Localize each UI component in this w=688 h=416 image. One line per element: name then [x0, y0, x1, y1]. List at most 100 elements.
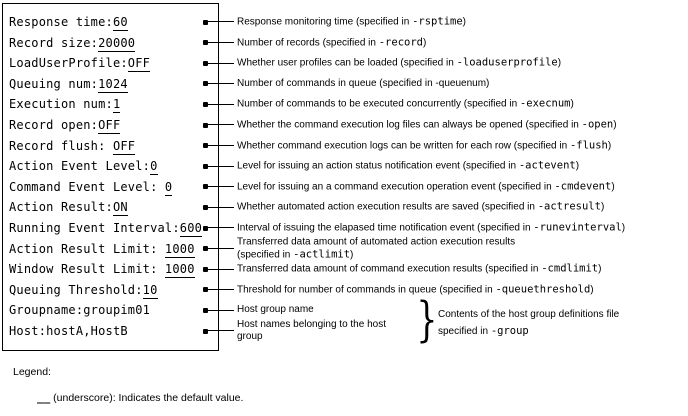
setting-value: 1000	[164, 241, 195, 258]
description-fragment: Contents of the host group definitions f…	[438, 309, 620, 320]
option-name: -record	[378, 36, 423, 49]
description-fragment: Number of records (specified in	[237, 37, 379, 49]
description-fragment: Whether the command execution log files …	[237, 119, 582, 131]
legend-text: (underscore): Indicates the default valu…	[50, 392, 244, 404]
option-name: -execnum	[519, 97, 571, 110]
setting-label: Action Result Limit:	[9, 241, 165, 256]
option-name: -open	[581, 118, 614, 131]
setting-value: 600	[179, 221, 203, 237]
description-text: Response monitoring time (specified in -…	[237, 16, 466, 29]
setting-value: 0	[150, 159, 158, 176]
option-name: -loaduserprofile	[456, 56, 558, 69]
setting-label: Response time:	[9, 15, 113, 29]
description-line: Whether the command execution log files …	[237, 119, 617, 132]
description-text: Interval of issuing the elapased time no…	[237, 222, 625, 235]
setting-value: groupim01	[83, 303, 151, 318]
setting-value: OFF	[127, 56, 151, 73]
setting-label: Action Event Level:	[9, 159, 151, 174]
description-fragment: Number of commands in queue (specified i…	[237, 77, 490, 89]
description-text: Transferred data amount of automated act…	[237, 236, 515, 261]
description-fragment: )	[462, 16, 467, 28]
description-fragment: Transferred data amount of command execu…	[237, 263, 542, 275]
leader-line	[205, 145, 234, 146]
description-fragment: specified in	[438, 326, 491, 337]
description-line: Whether automated action execution resul…	[237, 201, 604, 214]
host-group-note-line: specified in -group	[438, 323, 619, 340]
description-line: Number of records (specified in -record)	[237, 36, 426, 49]
description-fragment: )	[570, 98, 574, 110]
setting-line: Groupname:groupim01	[9, 302, 150, 318]
description-fragment: Transferred data amount of automated act…	[237, 236, 516, 248]
setting-value: OFF	[98, 118, 121, 134]
leader-line	[205, 248, 234, 249]
option-name: -rsptime	[412, 15, 463, 28]
description-line: Host names belonging to the host	[237, 319, 386, 331]
description-text: Whether user profiles can be loaded (spe…	[237, 57, 561, 70]
legend-title: Legend:	[13, 366, 51, 378]
description-fragment: )	[600, 201, 605, 213]
setting-line: Action Result Limit: 1000	[9, 241, 195, 258]
setting-label: Record size:	[9, 35, 99, 50]
leader-line	[205, 186, 234, 188]
description-fragment: Host group name	[237, 304, 314, 316]
description-text: Host group name	[237, 304, 314, 316]
option-name: -flush	[569, 139, 608, 152]
description-line: Level for issuing an a command execution…	[237, 180, 615, 193]
setting-line: Action Event Level:0	[9, 158, 158, 176]
setting-label: LoadUserProfile:	[9, 56, 128, 71]
description-line: Whether command execution logs can be wr…	[237, 139, 611, 152]
setting-value: 20000	[98, 35, 136, 52]
host-group-note-line: Contents of the host group definitions f…	[438, 307, 619, 323]
setting-line: Record open:OFF	[9, 117, 121, 134]
setting-value: 60	[112, 15, 128, 31]
option-name: -cmdevent	[554, 180, 612, 193]
description-fragment: Host names belonging to the host	[237, 319, 386, 330]
description-fragment: )	[621, 222, 626, 234]
description-fragment: )	[613, 119, 617, 131]
option-name: -actlimit	[293, 248, 351, 261]
description-text: Whether command execution logs can be wr…	[237, 139, 611, 152]
description-text: Whether the command execution log files …	[237, 119, 617, 132]
description-text: Threshold for number of commands in queu…	[237, 283, 594, 296]
description-line: Response monitoring time (specified in -…	[237, 16, 466, 29]
setting-line: Command Event Level: 0	[9, 179, 173, 196]
option-name: -group	[490, 325, 529, 337]
description-fragment: )	[350, 249, 354, 261]
setting-value: ON	[112, 200, 128, 217]
option-name: -actevent	[518, 159, 576, 172]
setting-line: Running Event Interval:600	[9, 220, 203, 237]
description-fragment: (specified in	[237, 249, 294, 261]
description-line: Number of commands in queue (specified i…	[237, 78, 489, 90]
description-fragment: group	[237, 331, 263, 342]
description-line: Level for issuing an action status notif…	[237, 160, 579, 173]
leader-line	[205, 83, 234, 85]
description-fragment: )	[607, 140, 612, 152]
description-fragment: Whether command execution logs can be wr…	[237, 140, 570, 152]
description-fragment: Level for issuing an a command execution…	[237, 181, 555, 193]
setting-line: Queuing num:1024	[9, 76, 128, 93]
leader-line	[205, 62, 234, 64]
leader-line	[205, 165, 234, 167]
description-line: (specified in -actlimit)	[237, 248, 515, 261]
setting-line: Action Result:ON	[9, 199, 128, 217]
leader-line	[205, 309, 234, 311]
description-fragment: )	[423, 37, 427, 49]
setting-label: Window Result Limit:	[9, 262, 165, 277]
setting-line: Execution num:1	[9, 96, 121, 114]
setting-label: Queuing num:	[9, 76, 99, 91]
description-line: Transferred data amount of automated act…	[237, 236, 515, 248]
setting-line: Host:hostA,HostB	[9, 323, 128, 339]
description-fragment: )	[557, 57, 562, 69]
setting-label: Groupname:	[9, 303, 84, 318]
setting-line: Window Result Limit: 1000	[9, 261, 195, 279]
description-line: group	[237, 331, 386, 343]
description-text: Level for issuing an a command execution…	[237, 180, 615, 193]
option-name: -cmdlimit	[541, 262, 599, 275]
host-group-note: Contents of the host group definitions f…	[438, 307, 619, 340]
description-fragment: )	[590, 284, 594, 296]
setting-value: 10	[142, 282, 158, 299]
setting-line: LoadUserProfile:OFF	[9, 55, 151, 73]
option-name: -runevinterval	[533, 221, 622, 234]
setting-label: Host:	[9, 324, 47, 338]
